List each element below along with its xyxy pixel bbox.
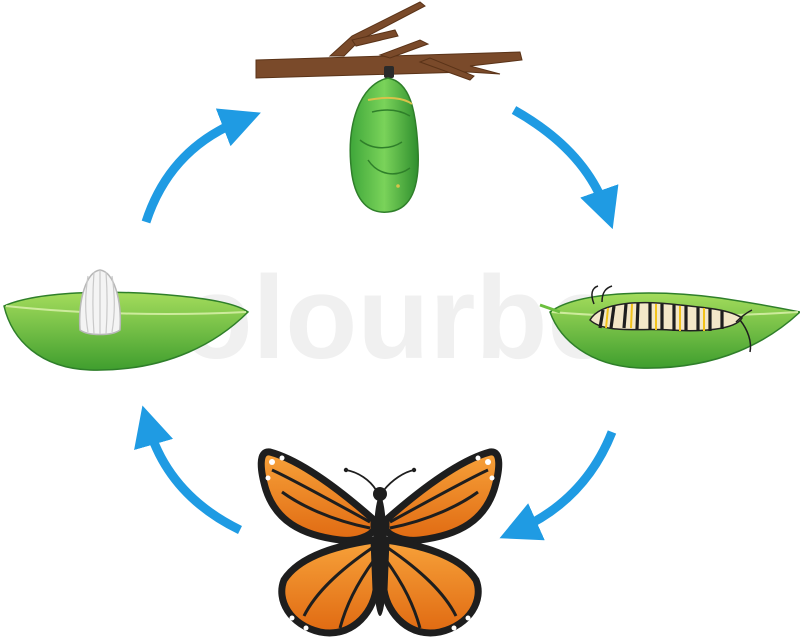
caterpillar-icon: [589, 285, 753, 353]
pupa-stage: [255, 1, 523, 213]
egg-icon: [78, 269, 122, 336]
branch-icon: [255, 1, 523, 81]
larva-stage: [539, 285, 800, 369]
egg-stage: [3, 269, 250, 371]
arrow-larva-to-adult: [499, 430, 617, 541]
arrow-egg-to-pupa: [141, 108, 261, 224]
arrow-adult-to-egg: [134, 405, 242, 535]
arrow-pupa-to-larva: [511, 106, 619, 230]
butterfly-icon: [257, 448, 503, 637]
cycle-arrows: [134, 106, 619, 541]
adult-stage: [257, 448, 503, 637]
chrysalis-icon: [349, 66, 419, 213]
